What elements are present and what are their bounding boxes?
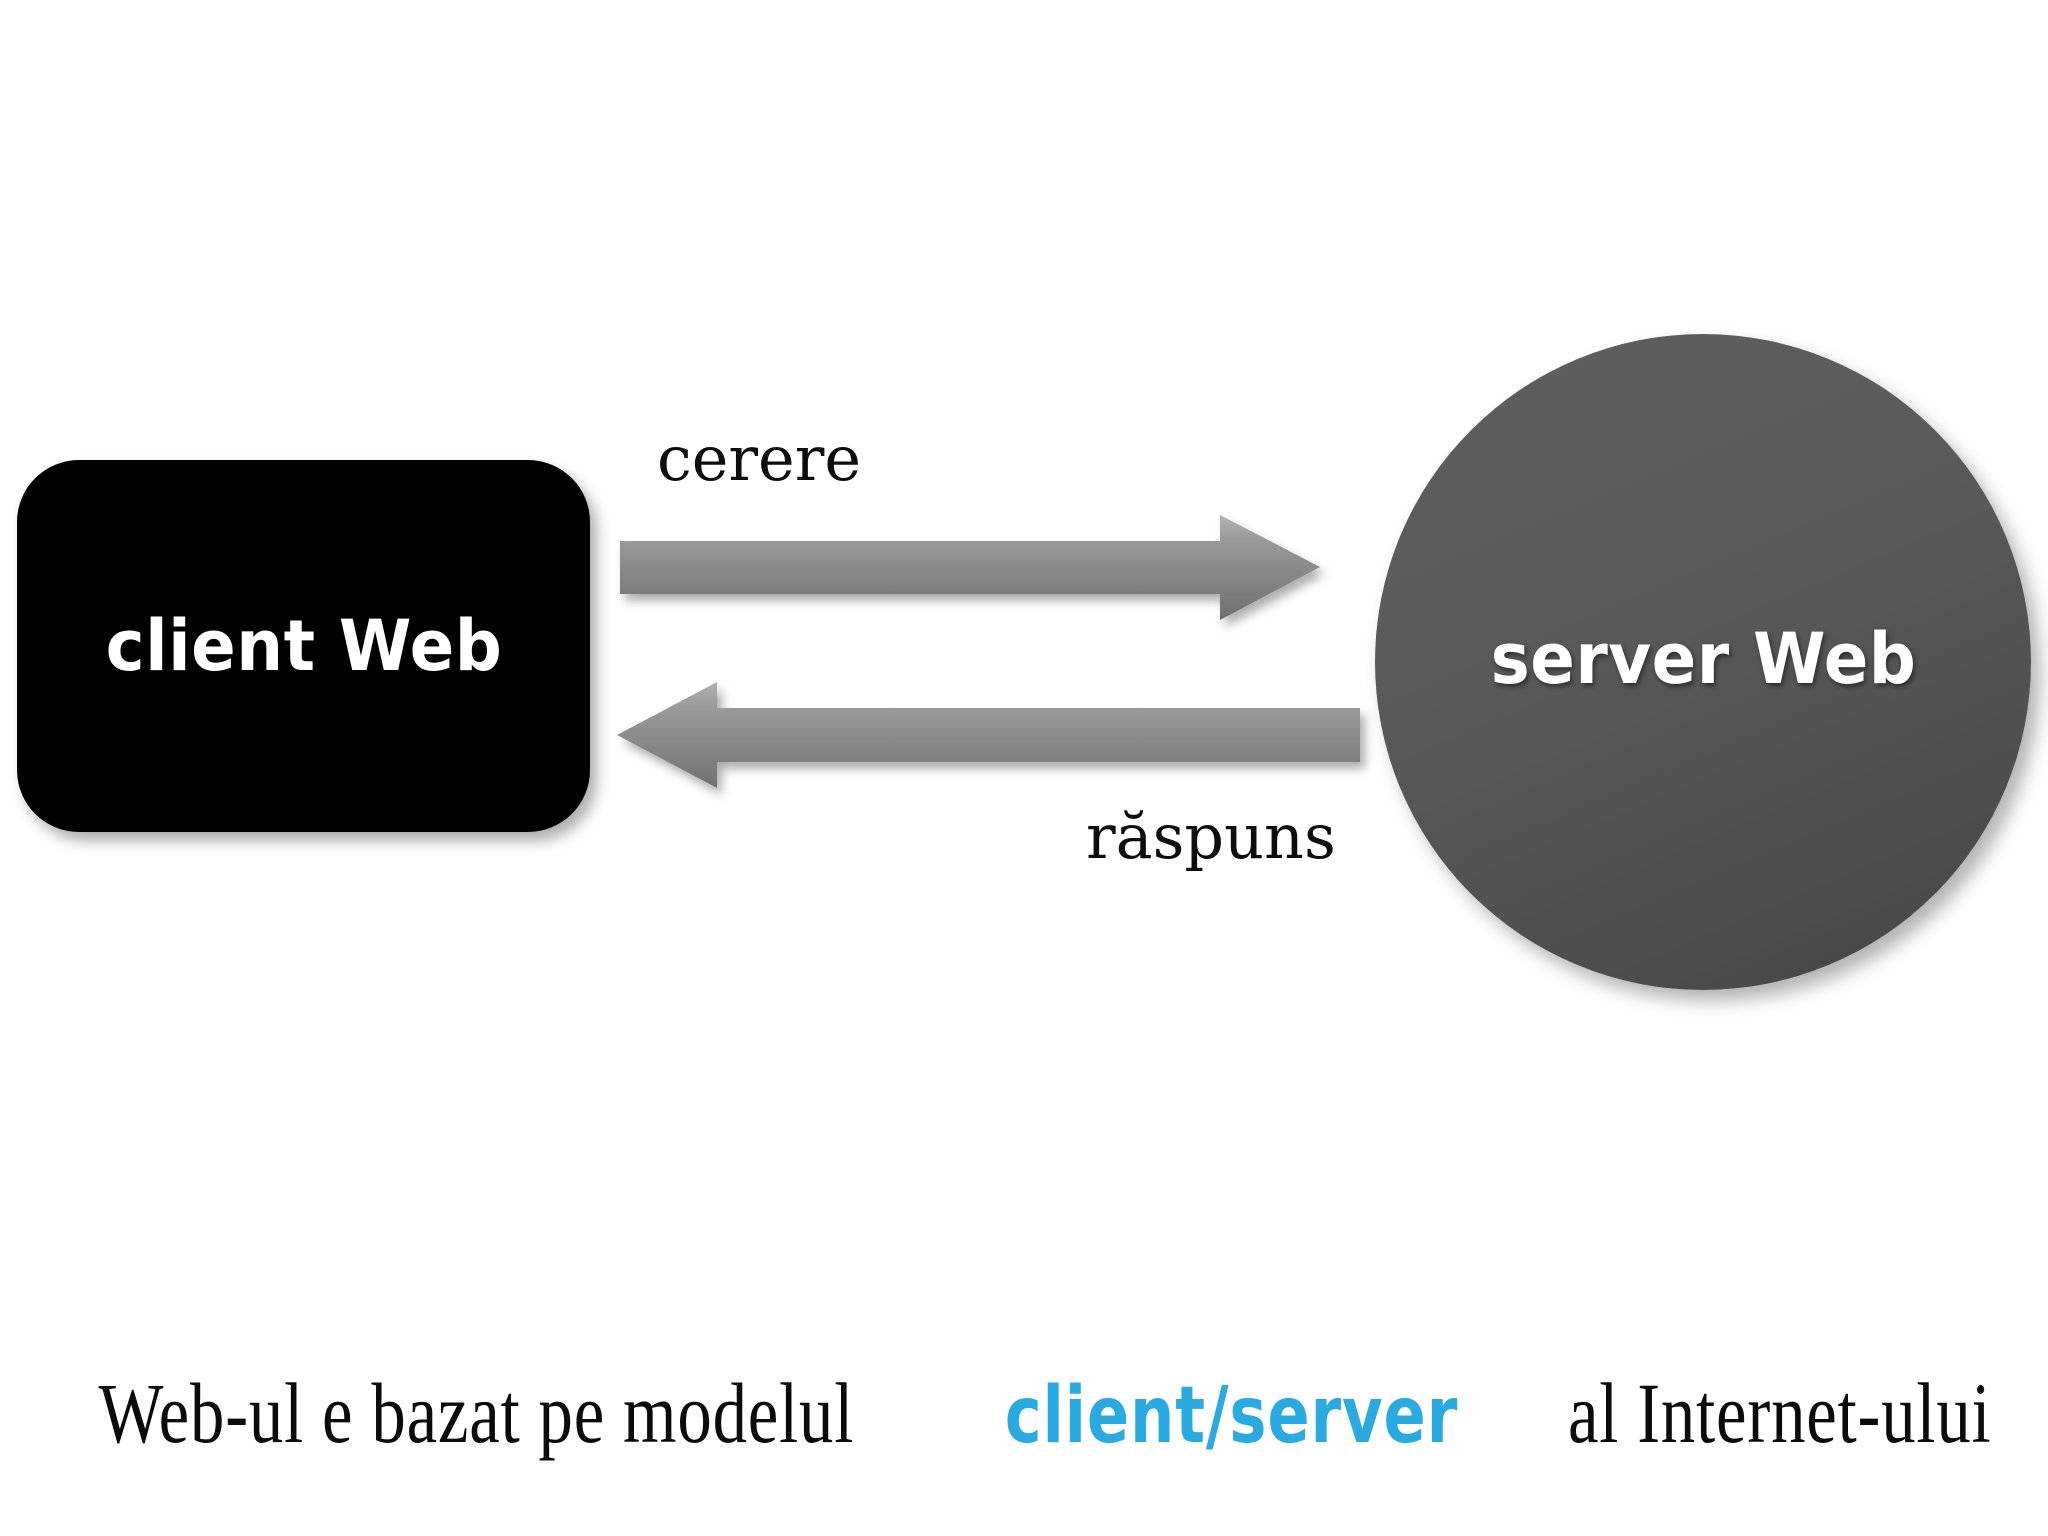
- caption-highlight: client/server: [1004, 1371, 1459, 1461]
- caption-part-one: Web-ul e bazat pe modelul: [97, 1365, 854, 1461]
- client-web-label: client Web: [105, 605, 502, 687]
- request-arrow-label: cerere: [657, 422, 862, 495]
- caption-part-two: al Internet-ului: [1567, 1365, 1992, 1461]
- server-web-node[interactable]: server Web: [1375, 334, 2031, 990]
- response-arrow-label: răspuns: [1086, 800, 1336, 873]
- response-arrow-icon: [617, 682, 1360, 788]
- slide-caption: Web-ul e bazat pe modelul client/server …: [0, 1365, 2048, 1461]
- request-arrow-icon: [620, 515, 1320, 620]
- server-web-label: server Web: [1490, 618, 1916, 700]
- client-web-node[interactable]: client Web: [17, 460, 590, 832]
